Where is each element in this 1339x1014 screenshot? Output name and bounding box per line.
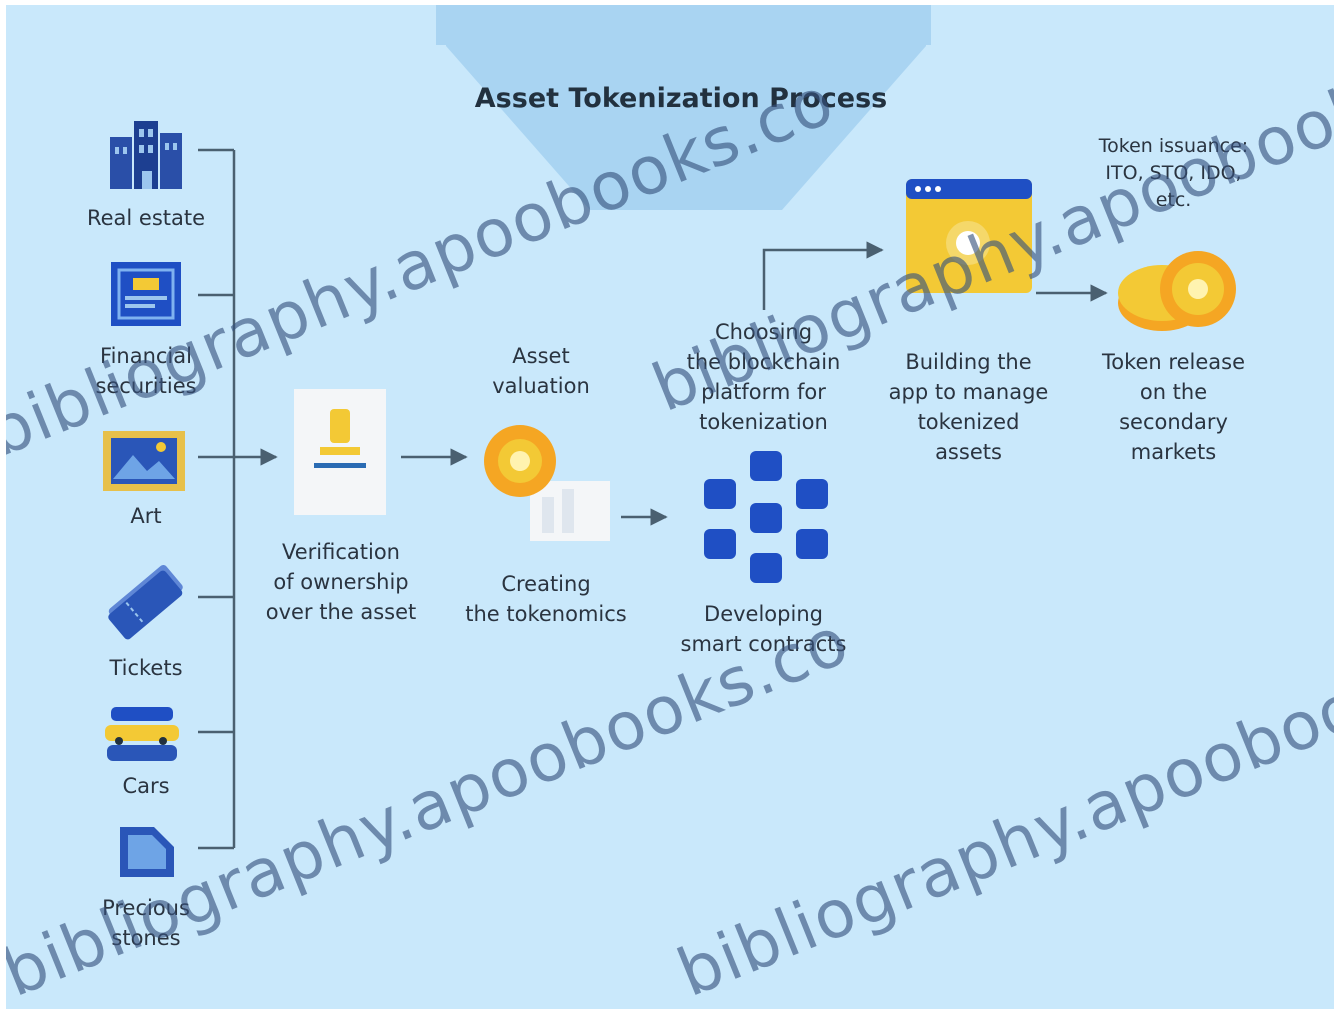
tokens-icon: [1118, 251, 1236, 331]
step-label-valuation: Asset valuation: [492, 344, 590, 398]
step-label-issuance: Token issuance: ITO, STO, IDO, etc.: [1098, 135, 1249, 211]
cars-icon: [105, 707, 179, 761]
building-icon: [110, 121, 182, 189]
asset-label-tickets: Tickets: [109, 656, 183, 680]
gem-icon: [120, 827, 174, 877]
asset-label-real-estate: Real estate: [86, 206, 206, 230]
step-label-app: Building the app to manage tokenized ass…: [888, 350, 1049, 464]
asset-label-cars: Cars: [122, 774, 170, 798]
asset-label-precious-stones: Precious stones: [102, 896, 190, 950]
coin-valuation-icon: [484, 425, 610, 541]
painting-icon: [103, 431, 185, 491]
step-label-smart-contracts: Developing smart contracts: [680, 602, 847, 656]
document-verification-icon: [294, 389, 386, 515]
certificate-icon: [111, 262, 181, 326]
connector-lines: [198, 148, 1108, 850]
app-window-icon: [906, 179, 1032, 293]
ticket-icon: [108, 564, 183, 640]
asset-label-financial-securities: Financial securities: [95, 344, 197, 398]
step-label-tokenomics: Creating the tokenomics: [465, 572, 627, 626]
step-label-blockchain: Choosing the blockchain platform for tok…: [686, 320, 841, 434]
blockchain-cubes-icon: [704, 451, 828, 583]
diagram-canvas: Asset Tokenization Process: [6, 5, 1334, 1009]
asset-label-art: Art: [130, 504, 162, 528]
arrow-to-app: [762, 241, 884, 310]
step-label-release: Token release on the secondary markets: [1101, 350, 1245, 464]
diagram-title: Asset Tokenization Process: [474, 83, 888, 114]
step-label-verification: Verification of ownership over the asset: [265, 540, 417, 624]
